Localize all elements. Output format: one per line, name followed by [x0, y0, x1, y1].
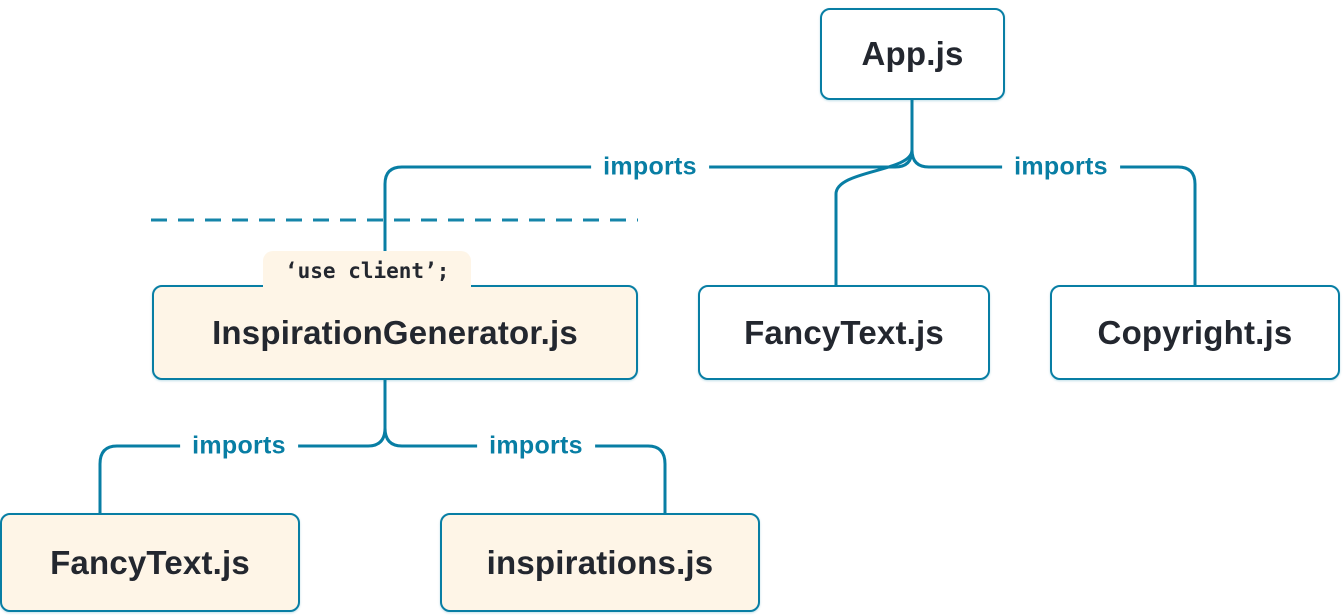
- edge-label-app-imports-copyright: imports: [1002, 151, 1120, 183]
- edge-inspiration-generator-to-inspirations-line: [383, 427, 667, 515]
- node-inspiration-generator-js-label: InspirationGenerator.js: [212, 313, 578, 351]
- node-fancy-text-js-bottom-label: FancyText.js: [50, 543, 250, 581]
- edge-label-inspiration-generator-imports-inspirations: imports: [477, 430, 595, 462]
- edge-app-to-fancy-text-line: [834, 149, 914, 287]
- node-inspirations-js-label: inspirations.js: [486, 543, 714, 581]
- node-fancy-text-js-bottom: FancyText.js: [0, 513, 300, 612]
- edge-app-to-copyright-line: [910, 149, 1197, 287]
- node-fancy-text-js-top: FancyText.js: [698, 285, 990, 380]
- edge-label-inspiration-generator-imports-fancy-text: imports: [180, 430, 298, 462]
- node-app-js-label: App.js: [861, 35, 964, 72]
- node-inspirations-js: inspirations.js: [440, 513, 760, 612]
- node-fancy-text-js-top-label: FancyText.js: [744, 313, 944, 351]
- node-app-js: App.js: [820, 8, 1005, 100]
- use-client-directive-text: ‘use client’;: [285, 259, 450, 283]
- node-copyright-js: Copyright.js: [1050, 285, 1340, 380]
- edge-label-app-imports-inspiration-generator: imports: [591, 151, 709, 183]
- node-copyright-js-label: Copyright.js: [1097, 313, 1293, 351]
- node-inspiration-generator-js: InspirationGenerator.js: [152, 285, 638, 380]
- use-client-directive-tab: ‘use client’;: [263, 251, 472, 291]
